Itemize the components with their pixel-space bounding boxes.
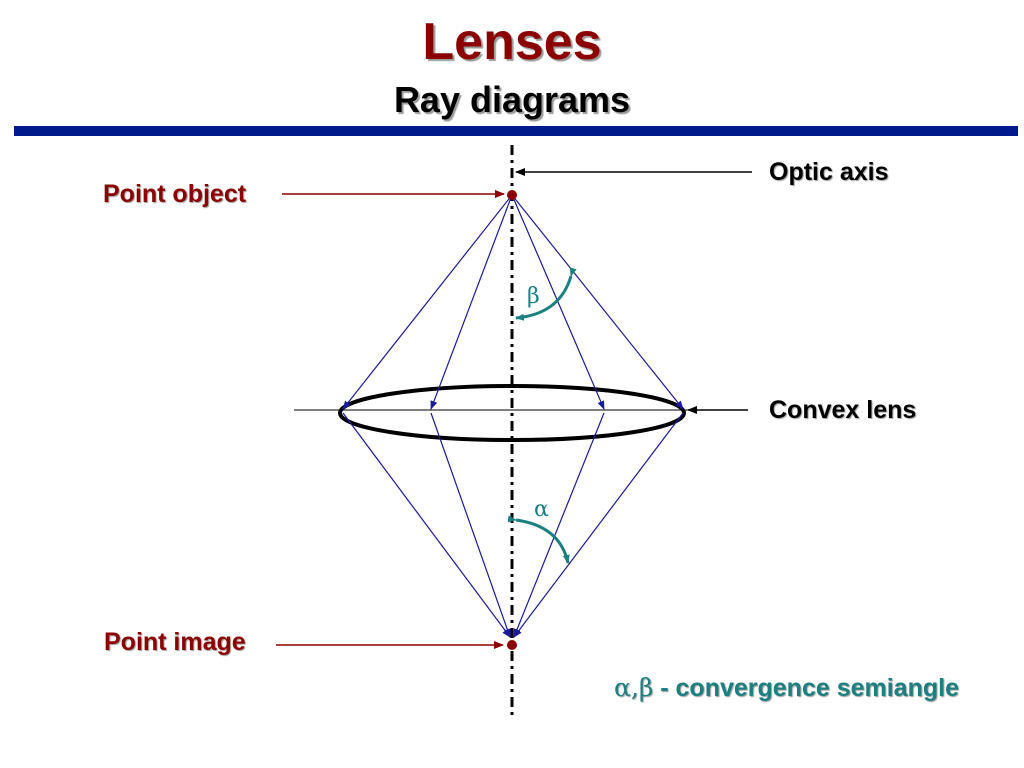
ray-out-4 xyxy=(513,412,684,638)
page-title: Lenses xyxy=(422,13,602,71)
header-divider xyxy=(14,126,1018,136)
legend-symbols: α,β xyxy=(614,673,654,702)
alpha-angle-arc xyxy=(507,515,570,564)
legend-text: - convergence semiangle xyxy=(653,674,959,702)
page-subtitle: Ray diagrams xyxy=(393,79,631,120)
ray-out-1 xyxy=(342,412,511,638)
optic-axis-label: Optic axis xyxy=(769,158,889,186)
beta-angle-arc xyxy=(515,267,577,321)
ray-out-3 xyxy=(513,412,605,638)
convex-lens xyxy=(338,384,686,442)
convergence-legend: α,β - convergence semiangle xyxy=(614,673,959,703)
ray-in-4 xyxy=(511,194,684,410)
beta-symbol: β xyxy=(527,284,540,309)
convex-lens-label: Convex lens xyxy=(769,396,917,424)
point-image-dot xyxy=(507,640,517,650)
ray-in-1 xyxy=(342,194,513,410)
alpha-symbol: α xyxy=(534,497,549,522)
ray-out-2 xyxy=(430,412,511,638)
point-object-label: Point object xyxy=(103,180,247,208)
point-object-dot xyxy=(507,190,517,200)
ray-in-2 xyxy=(430,194,513,410)
point-image-label: Point image xyxy=(104,628,246,656)
